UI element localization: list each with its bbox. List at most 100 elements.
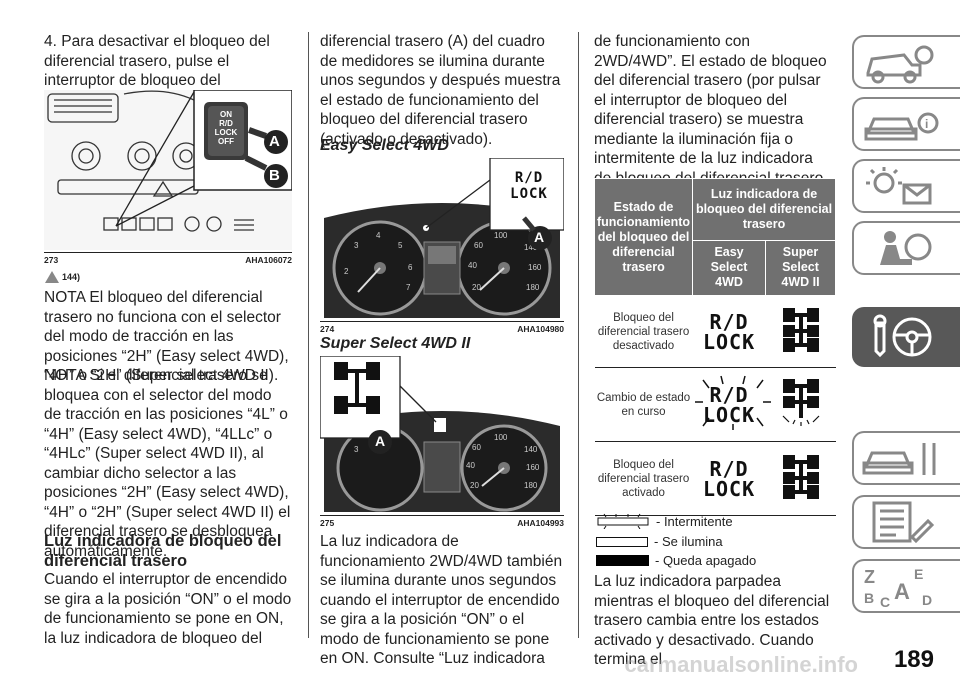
tab-technical-data[interactable]	[852, 495, 960, 549]
4wd-icon-cell	[765, 295, 836, 368]
figure-code: AHA104980	[517, 324, 564, 334]
header-state: Estado de funcionamiento del bloqueo del…	[593, 178, 694, 296]
tab-warning-lights[interactable]	[852, 159, 960, 213]
svg-text:3: 3	[354, 241, 359, 250]
legend-lit: - Se ilumina	[594, 534, 723, 549]
legend-label: - Se ilumina	[654, 534, 723, 549]
index-letter-a: A	[894, 579, 910, 604]
warning-triangle-icon	[45, 271, 59, 283]
index-letter-b: B	[864, 590, 874, 606]
index-letter-e: E	[914, 566, 923, 582]
svg-text:100: 100	[494, 231, 508, 240]
svg-text:60: 60	[474, 241, 483, 250]
tab-airbag[interactable]	[852, 221, 960, 275]
svg-text:180: 180	[526, 283, 540, 292]
svg-text:180: 180	[524, 481, 538, 490]
switch-label-on: ON	[220, 110, 232, 119]
section-heading: Luz indicadora de bloqueo del diferencia…	[44, 532, 282, 570]
instrument-cluster-4wd-illustration: 34204060100140160180	[319, 355, 564, 512]
figure-275: 34204060100140160180 A 275 AHA104993	[319, 355, 564, 532]
row-state: Cambio de estado en curso	[594, 367, 693, 442]
4wd-icon-cell	[765, 367, 836, 442]
svg-text:100: 100	[494, 433, 508, 442]
switch-label-lock: LOCK	[214, 128, 238, 137]
figure-number: 273	[44, 255, 59, 265]
4wd-lock-icon	[782, 307, 819, 352]
table-row: Cambio de estado en curso R/D LOCK	[594, 367, 836, 442]
rd-lock-solid-cell: R/D LOCK	[692, 441, 766, 516]
col2-paragraph-1: diferencial trasero (A) del cuadro de me…	[320, 33, 561, 148]
dashboard-switch-illustration	[44, 89, 293, 250]
4wd-lock-blinking-icon	[782, 378, 819, 426]
legend-label: - Queda apagado	[655, 553, 757, 568]
figure-caption: 275 AHA104993	[320, 515, 564, 528]
callout-a: A	[375, 433, 386, 449]
svg-text:60: 60	[472, 443, 481, 452]
rd-lock-label: R/D LOCK	[702, 456, 756, 501]
svg-text:40: 40	[468, 261, 477, 270]
indicator-status-table: Estado de funcionamiento del bloqueo del…	[593, 178, 836, 516]
tab-dashboard[interactable]	[852, 35, 960, 89]
index-letter-c: C	[880, 594, 890, 610]
rd-lock-solid-cell: R/D LOCK	[692, 295, 766, 368]
svg-text:140: 140	[524, 445, 538, 454]
svg-text:20: 20	[472, 283, 481, 292]
tab-car-info[interactable]: i	[852, 97, 960, 151]
table-row: Bloqueo del diferencial trasero activado…	[594, 441, 836, 516]
svg-text:3: 3	[354, 445, 359, 454]
index-letter-d: D	[922, 592, 932, 608]
header-easy-select: Easy Select 4WD	[692, 239, 767, 297]
svg-text:5: 5	[398, 241, 403, 250]
blink-rays-icon	[694, 375, 771, 430]
car-dashboard-icon	[866, 45, 934, 84]
column-divider-2	[578, 32, 579, 638]
4wd-lock-icon	[782, 454, 819, 499]
reference-number: 144)	[62, 272, 81, 282]
svg-text:2: 2	[344, 267, 349, 276]
svg-text:40: 40	[466, 461, 475, 470]
row-state: Bloqueo del diferencial trasero desactiv…	[594, 295, 693, 368]
car-tools-icon	[862, 443, 936, 475]
column-divider-1	[308, 32, 309, 638]
tab-start-driving[interactable]	[852, 307, 960, 367]
legend-lit-swatch	[596, 536, 648, 547]
key-steering-icon	[873, 314, 932, 358]
car-info-icon: i	[864, 112, 939, 141]
rd-lock-label: R/D LOCK	[702, 382, 756, 427]
svg-text:140: 140	[524, 243, 538, 252]
figure-273: ON R/D LOCK OFF A B 273 AHA106072	[44, 89, 293, 268]
svg-text:160: 160	[526, 463, 540, 472]
col2-paragraph-2: La luz indicadora de funcionamiento 2WD/…	[320, 533, 563, 667]
tab-maintenance[interactable]	[852, 431, 960, 485]
easy-select-heading: Easy Select 4WD	[320, 137, 449, 154]
svg-text:20: 20	[470, 481, 479, 490]
section-body: Cuando el interruptor de encendido se gi…	[44, 571, 292, 647]
figure-caption: 274 AHA104980	[320, 321, 564, 334]
airbag-person-icon	[880, 231, 932, 265]
reference-note: 144)	[44, 270, 80, 284]
table-row: Bloqueo del diferencial trasero desactiv…	[594, 295, 836, 368]
callout-a: A	[534, 229, 545, 245]
switch-label-rd: R/D	[219, 119, 233, 128]
rd-lock-indicator: R/D LOCK	[510, 170, 548, 202]
legend-label: - Intermitente	[656, 513, 733, 529]
watermark: carmanualsonline.info	[624, 652, 859, 677]
header-indicator-group: Luz indicadora de bloqueo del diferencia…	[692, 178, 836, 241]
rd-lock-blinking-cell: R/D LOCK	[692, 367, 771, 442]
figure-code: AHA104993	[517, 518, 564, 528]
4wd-icon-cell	[765, 441, 836, 516]
svg-text:6: 6	[408, 263, 413, 272]
legend-off-swatch	[596, 555, 649, 566]
super-select-heading: Super Select 4WD II	[320, 335, 471, 352]
legend-blinking: - Intermitente	[594, 513, 733, 529]
figure-caption: 273 AHA106072	[44, 252, 292, 265]
checklist-icon	[872, 501, 935, 544]
legend-blink-swatch	[597, 513, 649, 529]
col3-paragraph-1: de funcionamiento con 2WD/4WD”. El estad…	[594, 33, 828, 187]
svg-text:7: 7	[406, 283, 411, 292]
nota-2: NOTA Si el diferencial trasero se bloque…	[44, 367, 291, 560]
